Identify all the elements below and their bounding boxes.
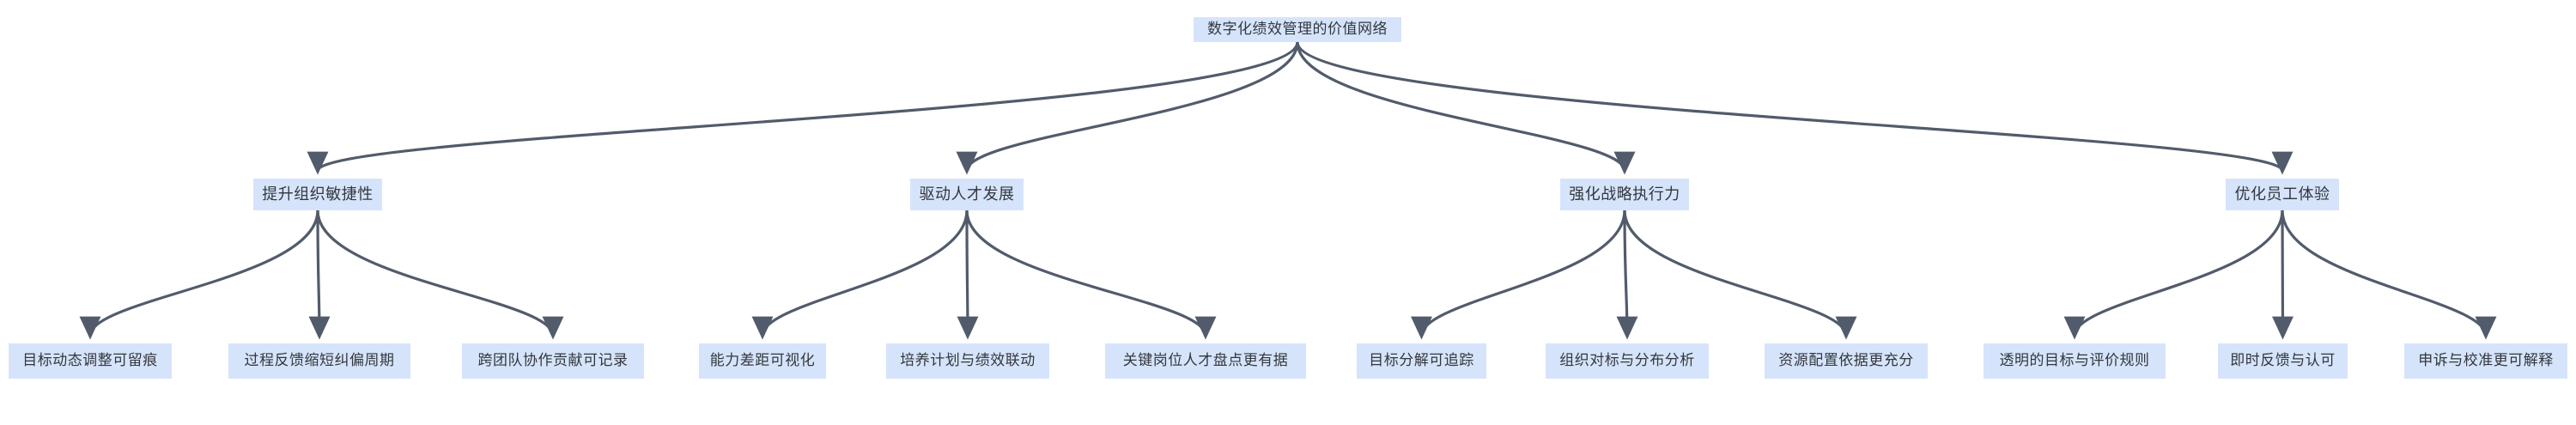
leaf-node-跨团队协作贡献可记录[interactable]: 跨团队协作贡献可记录 [462, 343, 644, 379]
leaf-node-过程反馈缩短纠偏周期[interactable]: 过程反馈缩短纠偏周期 [228, 343, 410, 379]
edge-优化员工体验-to-透明的目标与评价规则 [2063, 209, 2284, 340]
node-label: 过程反馈缩短纠偏周期 [244, 352, 395, 369]
edge-root-to-提升组织敏捷性 [307, 40, 1299, 175]
node-label: 驱动人才发展 [919, 185, 1015, 203]
edge-优化员工体验-to-即时反馈与认可 [2272, 209, 2293, 340]
leaf-node-申诉与校准更可解释[interactable]: 申诉与校准更可解释 [2404, 343, 2567, 379]
node-label: 提升组织敏捷性 [262, 185, 374, 203]
node-label: 目标动态调整可留痕 [22, 352, 158, 369]
leaf-node-目标分解可追踪[interactable]: 目标分解可追踪 [1357, 343, 1486, 379]
edge-驱动人才发展-to-能力差距可视化 [751, 209, 969, 340]
edge-提升组织敏捷性-to-目标动态调整可留痕 [79, 209, 319, 340]
node-label: 透明的目标与评价规则 [1999, 352, 2150, 369]
root-node-数字化绩效管理的价值网络[interactable]: 数字化绩效管理的价值网络 [1194, 17, 1401, 42]
edge-提升组织敏捷性-to-过程反馈缩短纠偏周期 [308, 209, 331, 340]
edge-驱动人才发展-to-培养计划与绩效联动 [957, 209, 979, 340]
edge-强化战略执行力-to-目标分解可追踪 [1411, 209, 1626, 340]
edge-提升组织敏捷性-to-跨团队协作贡献可记录 [316, 209, 564, 340]
node-label: 申诉与校准更可解释 [2418, 352, 2554, 369]
edge-强化战略执行力-to-组织对标与分布分析 [1616, 209, 1638, 340]
node-label: 数字化绩效管理的价值网络 [1207, 21, 1388, 38]
branch-node-提升组织敏捷性[interactable]: 提升组织敏捷性 [253, 179, 382, 210]
node-label: 能力差距可视化 [709, 352, 816, 369]
node-label: 组织对标与分布分析 [1559, 352, 1695, 369]
branch-node-优化员工体验[interactable]: 优化员工体验 [2226, 179, 2339, 210]
leaf-node-即时反馈与认可[interactable]: 即时反馈与认可 [2218, 343, 2348, 379]
leaf-node-能力差距可视化[interactable]: 能力差距可视化 [699, 343, 826, 379]
edge-root-to-强化战略执行力 [1296, 40, 1636, 175]
node-label: 跨团队协作贡献可记录 [477, 352, 629, 369]
leaf-node-透明的目标与评价规则[interactable]: 透明的目标与评价规则 [1984, 343, 2166, 379]
branch-node-强化战略执行力[interactable]: 强化战略执行力 [1560, 179, 1689, 210]
leaf-node-组织对标与分布分析[interactable]: 组织对标与分布分析 [1546, 343, 1709, 379]
leaf-node-资源配置依据更充分[interactable]: 资源配置依据更充分 [1765, 343, 1928, 379]
leaf-node-目标动态调整可留痕[interactable]: 目标动态调整可留痕 [9, 343, 172, 379]
edge-优化员工体验-to-申诉与校准更可解释 [2281, 209, 2497, 340]
edge-驱动人才发展-to-关键岗位人才盘点更有据 [965, 209, 1217, 340]
leaf-node-关键岗位人才盘点更有据[interactable]: 关键岗位人才盘点更有据 [1105, 343, 1306, 379]
edge-root-to-优化员工体验 [1296, 40, 2293, 175]
branch-node-驱动人才发展[interactable]: 驱动人才发展 [910, 179, 1024, 210]
edge-root-to-驱动人才发展 [956, 40, 1299, 175]
node-label: 即时反馈与认可 [2230, 352, 2336, 369]
node-label: 培养计划与绩效联动 [900, 352, 1036, 369]
node-label: 关键岗位人才盘点更有据 [1122, 352, 1289, 369]
node-label: 资源配置依据更充分 [1778, 352, 1914, 369]
node-label: 优化员工体验 [2234, 185, 2330, 203]
node-label: 强化战略执行力 [1569, 185, 1680, 203]
leaf-node-培养计划与绩效联动[interactable]: 培养计划与绩效联动 [886, 343, 1049, 379]
node-label: 目标分解可追踪 [1369, 352, 1474, 369]
edge-强化战略执行力-to-资源配置依据更充分 [1623, 209, 1857, 340]
